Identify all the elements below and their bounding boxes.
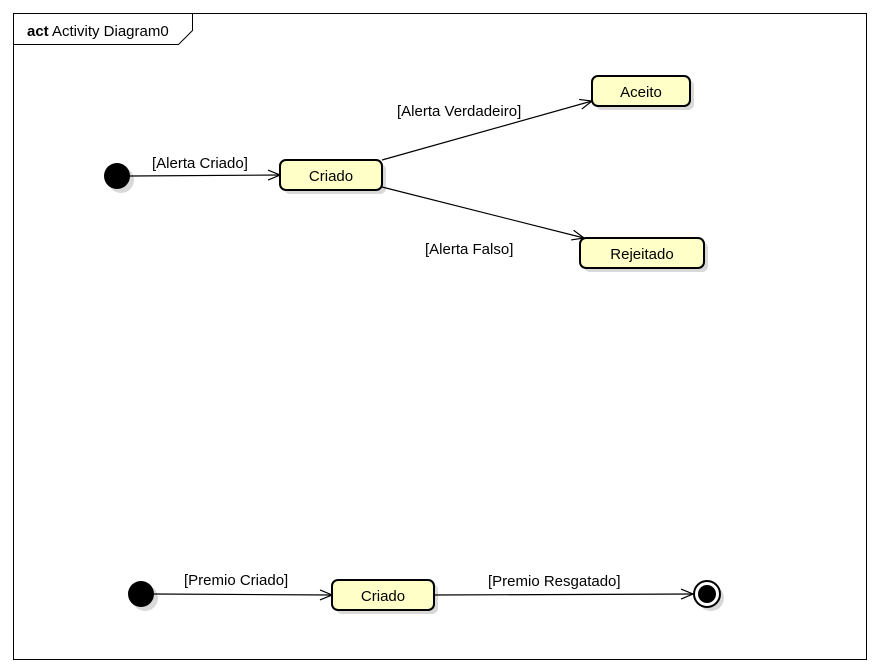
edge-premio-resgatado[interactable] [433,594,693,595]
edge-alerta-criado[interactable] [129,175,280,176]
initial-node-top[interactable] [104,163,130,189]
final-node-inner [698,585,716,603]
edge-alerta-falso[interactable] [381,186,584,238]
action-node-aceito[interactable] [591,75,691,107]
action-node-rejeitado[interactable] [579,237,705,269]
edge-label-alerta-falso: [Alerta Falso] [425,241,513,258]
edge-alerta-verdadeiro[interactable] [381,101,592,161]
action-node-criado-top-label: Criado [309,168,353,185]
diagram-frame [13,13,867,660]
edge-label-alerta-criado: [Alerta Criado] [152,155,248,172]
frame-title: Activity Diagram0 [52,23,169,40]
frame-title-tab [13,13,193,45]
action-node-criado-top[interactable] [279,159,383,191]
edge-label-premio-criado: [Premio Criado] [184,572,288,589]
edge-label-alerta-verdadeiro: [Alerta Verdadeiro] [397,103,521,120]
edge-label-premio-resgatado: [Premio Resgatado] [488,573,621,590]
action-node-criado-bottom-label: Criado [361,588,405,605]
action-node-rejeitado-label: Rejeitado [610,246,673,263]
frame-title-keyword: act [27,23,49,40]
edge-premio-criado[interactable] [153,594,332,595]
action-node-aceito-label: Aceito [620,84,662,101]
initial-node-bottom[interactable] [128,581,154,607]
